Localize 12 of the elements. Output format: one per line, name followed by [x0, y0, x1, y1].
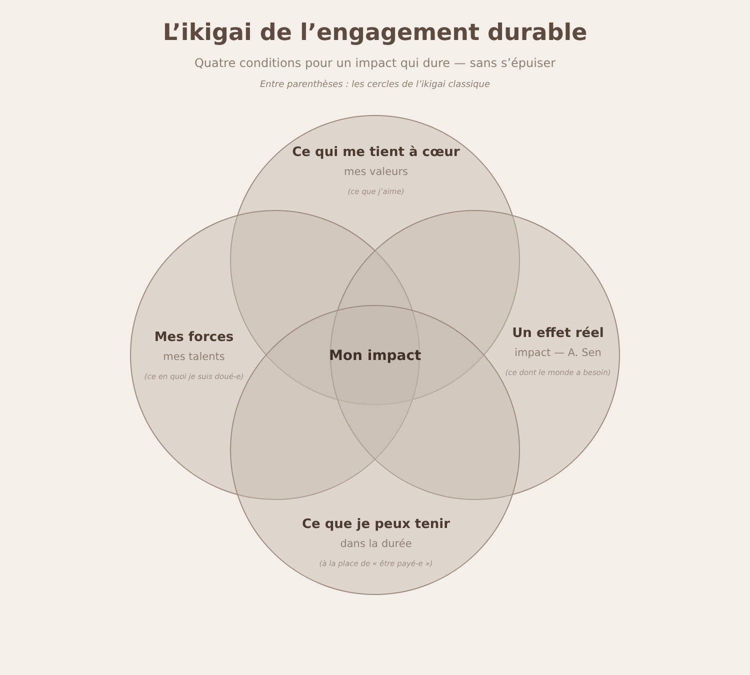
- circle-subtitle: dans la durée: [340, 538, 412, 550]
- circle-heading: Ce qui me tient à cœur: [292, 145, 460, 160]
- circle-heading: Un effet réel: [512, 326, 604, 341]
- circle-subtitle: impact — A. Sen: [514, 347, 602, 359]
- circle-subtitle: mes talents: [163, 351, 225, 363]
- note: Entre parenthèses : les cercles de l’ikigai classique: [260, 80, 490, 90]
- title: L’ikigai de l’engagement durable: [162, 20, 588, 46]
- circle-heading: Ce que je peux tenir: [302, 517, 450, 532]
- circle-subtitle: mes valeurs: [344, 166, 408, 178]
- subtitle: Quatre conditions pour un impact qui dure — sans s’épuiser: [194, 56, 556, 70]
- center-label: Mon impact: [329, 348, 422, 364]
- circle-heading: Mes forces: [154, 330, 234, 345]
